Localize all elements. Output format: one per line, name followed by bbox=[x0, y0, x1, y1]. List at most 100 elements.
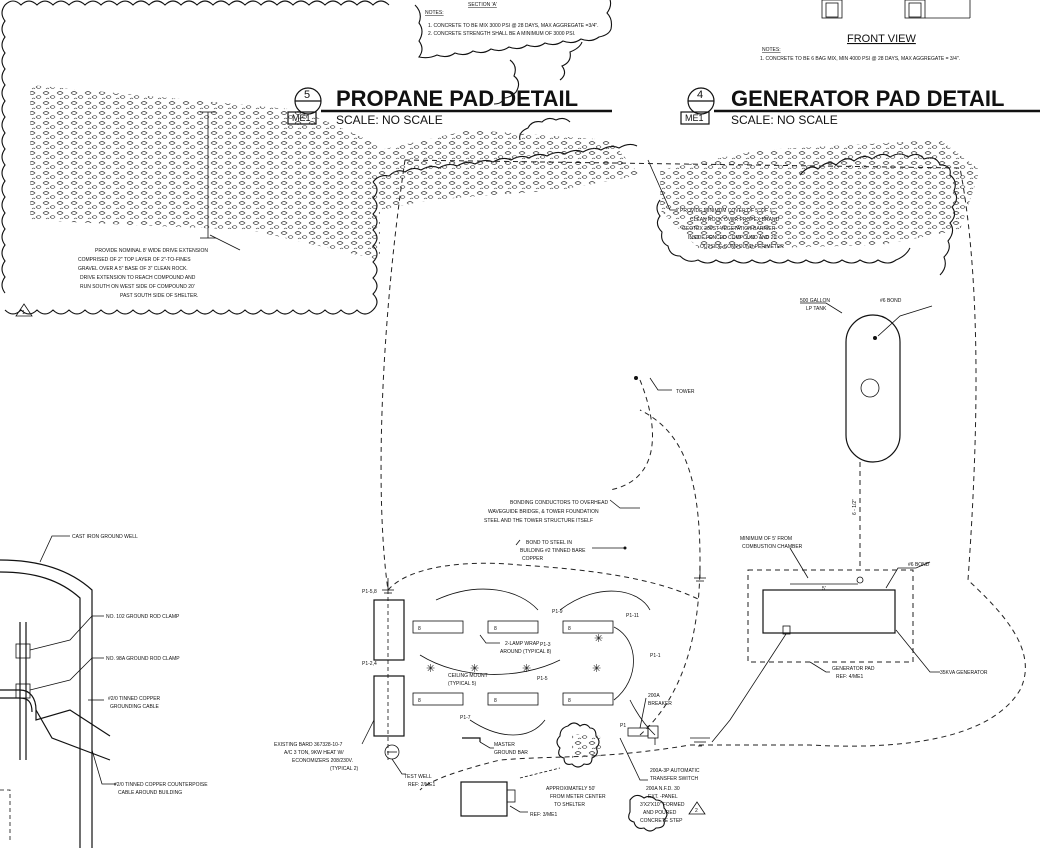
meter-note-line: FROM METER CENTER bbox=[550, 794, 606, 800]
propane-detail-number: 5 bbox=[304, 89, 310, 101]
ground-well-label: CAST IRON GROUND WELL bbox=[72, 534, 138, 540]
cable-1-label-2: GROUNDING CABLE bbox=[110, 704, 160, 710]
propane-detail-scale: SCALE: NO SCALE bbox=[336, 113, 443, 127]
top-notes: SECTION 'A' NOTES: 1. CONCRETE TO BE MIX… bbox=[425, 2, 599, 37]
drive-note-line: PAST SOUTH SIDE OF SHELTER. bbox=[120, 293, 198, 299]
meter-note-line: TO SHELTER bbox=[554, 802, 585, 808]
generator-detail-number: 4 bbox=[697, 89, 703, 101]
note-1: 1. CONCRETE TO BE MIX 3000 PSI @ 28 DAYS… bbox=[428, 23, 599, 29]
ac-note-line: ECONOMIZERS 208/230V. bbox=[292, 758, 353, 764]
ac-unit-top bbox=[373, 599, 405, 661]
ceiling-note-line: CEILING MOUNT bbox=[448, 673, 488, 679]
ground-bar-icon bbox=[462, 737, 481, 742]
building-top-line bbox=[387, 562, 701, 601]
drive-note-line: DRIVE EXTENSION TO REACH COMPOUND AND bbox=[80, 275, 196, 281]
bonding-note-line: STEEL AND THE TOWER STRUCTURE ITSELF bbox=[484, 518, 593, 524]
circuit-label: P1 bbox=[620, 723, 626, 729]
generator-dim: 5' bbox=[822, 586, 826, 592]
bonding-note-line: WAVEGUIDE BRIDGE, & TOWER FOUNDATION bbox=[488, 509, 599, 515]
ceiling-note-line: (TYPICAL 5) bbox=[448, 681, 476, 687]
revision-triangle: 1 bbox=[15, 303, 33, 317]
propane-sheet-ref: ME1 bbox=[292, 113, 311, 123]
ac-note-line: (TYPICAL 2) bbox=[330, 766, 358, 772]
front-note-1: 1. CONCRETE TO BE 6 BAG MIX, MIN 4000 PS… bbox=[760, 56, 960, 62]
lamp-note-line: 2-LAMP WRAP bbox=[505, 641, 540, 647]
drive-note-line: RUN SOUTH ON WEST SIDE OF COMPOUND 20' bbox=[80, 284, 195, 290]
ceiling-light-icon: ✳ bbox=[426, 663, 435, 675]
compound-fence bbox=[380, 159, 1026, 791]
clamp-2-label: NO. 98A GROUND ROD CLAMP bbox=[106, 656, 180, 662]
drive-note-line: GRAVEL OVER A 5" BASE OF 3" CLEAN ROCK. bbox=[78, 266, 188, 272]
test-well-label: TEST WELL bbox=[404, 774, 432, 780]
cover-note-line: CLEAN ROCK OVER PROPEX BRAND bbox=[690, 217, 780, 223]
drive-note-line: COMPRISED OF 2" TOP LAYER OF 2"-TO-FINES bbox=[78, 257, 191, 263]
ac-unit-bottom bbox=[373, 675, 405, 737]
tank-bond: #6 BOND bbox=[880, 298, 902, 304]
steel-bond-line: BOND TO STEEL IN bbox=[526, 540, 572, 546]
circuit-label: P1-9 bbox=[552, 609, 563, 615]
revision-triangle-2: 2 bbox=[688, 801, 706, 815]
ceiling-light-icon: ✳ bbox=[522, 663, 531, 675]
meter-box bbox=[460, 781, 508, 817]
fixture-label: 8 bbox=[418, 626, 421, 632]
drive-note-line: PROVIDE NOMINAL 8' WIDE DRIVE EXTENSION bbox=[95, 248, 208, 254]
shelter-electrical: P1-5,8 P1-2,4 8 8 8 8 8 8 ✳ ✳ ✳ ✳ ✳ P1-9… bbox=[274, 566, 710, 832]
ground-bar-label: GROUND BAR bbox=[494, 750, 528, 756]
generator-detail-title: 4 ME1 GENERATOR PAD DETAIL SCALE: NO SCA… bbox=[680, 86, 1040, 127]
test-well-label: REF: 2/ME1 bbox=[408, 782, 435, 788]
lamp-note-line: AROUND (TYPICAL 8) bbox=[500, 649, 552, 655]
combustion-note-line: COMBUSTION CHAMBER bbox=[742, 544, 803, 550]
revision-number-2: 2 bbox=[695, 808, 698, 814]
tower-line bbox=[609, 379, 653, 491]
ceiling-light-icon: ✳ bbox=[470, 663, 479, 675]
tower-label: TOWER bbox=[676, 389, 695, 395]
fixture-label: 8 bbox=[418, 698, 421, 704]
circuit-label: P1-7 bbox=[460, 715, 471, 721]
cable-1-label-1: #2/0 TINNED COPPER bbox=[108, 696, 161, 702]
light-fixture bbox=[562, 620, 614, 634]
circuit-label: P1-1 bbox=[650, 653, 661, 659]
gravel-hatch-left bbox=[30, 85, 380, 260]
ground-well-outline bbox=[0, 559, 93, 848]
light-fixture bbox=[412, 620, 464, 634]
tank-label-2: LP TANK bbox=[806, 306, 827, 312]
ac-note-line: EXISTING BARD 367328-10-7 bbox=[274, 742, 343, 748]
cover-note-line: INSIDE FENCED COMPOUND AND 20' bbox=[688, 235, 777, 241]
propane-detail-title: 5 ME1 PROPANE PAD DETAIL SCALE: NO SCALE bbox=[287, 86, 612, 127]
lp-tank: 500 GALLON LP TANK #6 BOND 6 - 1/2" bbox=[800, 298, 933, 570]
ac-note-line: A/C 3 TON, 9KW HEAT W/ bbox=[284, 750, 344, 756]
fixture-label: 8 bbox=[494, 626, 497, 632]
step-note-line: 3'X2'X10" FORMED bbox=[640, 802, 685, 808]
fixture-label: 8 bbox=[568, 698, 571, 704]
cover-note-line: GEOTEX 200ST VEGETATION BARRIER bbox=[682, 226, 776, 232]
step-note-cloud bbox=[628, 794, 668, 832]
breaker-note-line: BREAKER bbox=[648, 701, 672, 707]
gas-line-label: 6 - 1/2" bbox=[852, 499, 858, 515]
transfer-note-line: 200A-3P AUTOMATIC bbox=[650, 768, 700, 774]
generator-bond: #6 BOND bbox=[908, 562, 930, 568]
generator: 5' #6 BOND GENERATOR PAD REF: 4/ME1 35KV… bbox=[711, 561, 988, 743]
generator-unit bbox=[762, 589, 896, 634]
drive-extension-note: PROVIDE NOMINAL 8' WIDE DRIVE EXTENSION … bbox=[78, 234, 241, 299]
circuit-label: P1-3 bbox=[540, 642, 551, 648]
combustion-note: MINIMUM OF 5' FROM COMBUSTION CHAMBER bbox=[740, 536, 809, 579]
steel-bond-line: BUILDING #2 TINNED BARE bbox=[520, 548, 586, 554]
grounding-detail: CAST IRON GROUND WELL NO. 102 GROUND ROD… bbox=[0, 534, 208, 848]
circuit-label: P1-2,4 bbox=[362, 661, 377, 667]
tank-label-1: 500 GALLON bbox=[800, 298, 830, 304]
nfd-note-line: EXT. -PANEL bbox=[648, 794, 678, 800]
gravel-hatch-right bbox=[660, 140, 980, 250]
steel-bond-line: COPPER bbox=[522, 556, 544, 562]
bonding-note-line: BONDING CONDUCTORS TO OVERHEAD bbox=[510, 500, 608, 506]
cover-note-line: PROVIDE MINIMUM COVER OF 5" OF 1" bbox=[680, 208, 774, 214]
revision-number: 1 bbox=[22, 310, 25, 316]
light-fixture bbox=[562, 692, 614, 706]
front-view: FRONT VIEW NOTES: 1. CONCRETE TO BE 6 BA… bbox=[760, 0, 971, 62]
propane-detail-title-text: PROPANE PAD DETAIL bbox=[336, 86, 578, 111]
generator-detail-title-text: GENERATOR PAD DETAIL bbox=[731, 86, 1004, 111]
circuit-label: P1-5,8 bbox=[362, 589, 377, 595]
notes-heading: NOTES: bbox=[425, 10, 444, 16]
ground-bar-label: MASTER bbox=[494, 742, 515, 748]
generator-sheet-ref: ME1 bbox=[685, 113, 704, 123]
section-label: SECTION 'A' bbox=[468, 2, 497, 8]
